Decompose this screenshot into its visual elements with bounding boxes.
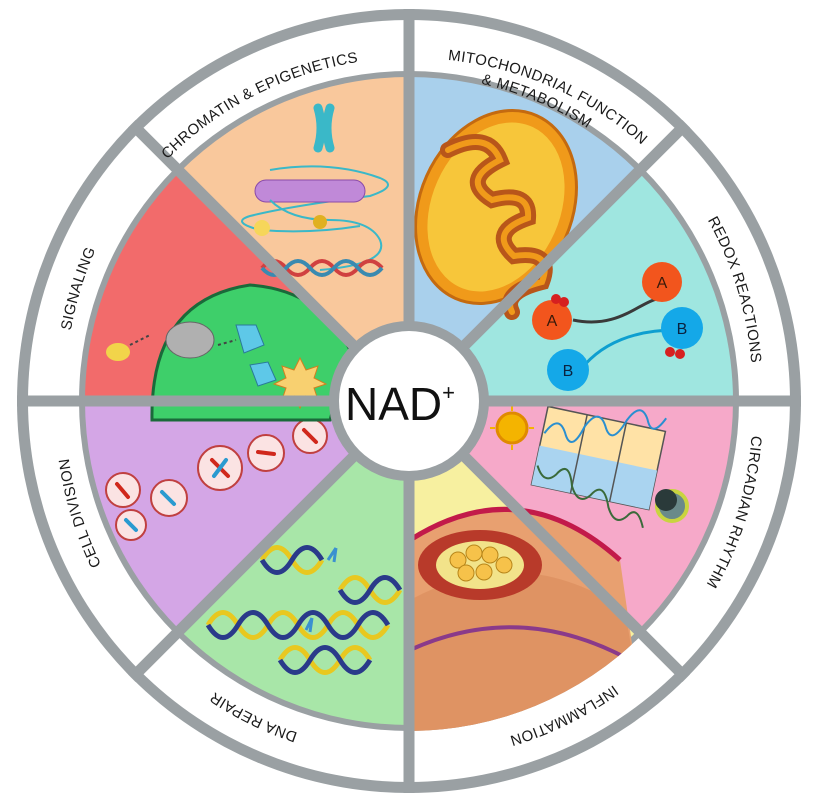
molecule-b-right — [661, 307, 703, 349]
sun-moon-wave-icon — [490, 405, 689, 529]
molecule-a-left-label: A — [547, 313, 558, 330]
redox-molecules-icon: A A B B — [532, 262, 703, 391]
center-disc — [339, 331, 479, 471]
sector-chromatin — [179, 77, 409, 401]
mitochondrion-icon — [414, 109, 578, 320]
molecule-a-right — [642, 262, 682, 302]
cell-cycle-icon — [105, 418, 328, 541]
center-label: NAD+ — [345, 378, 455, 430]
sector-cell-division — [85, 401, 409, 631]
molecule-a-right-label: A — [657, 275, 668, 292]
center-superscript: + — [442, 380, 455, 405]
dna-helix-icon — [205, 545, 403, 675]
molecule-a-left — [532, 300, 572, 340]
molecule-b-left-label: B — [563, 363, 574, 380]
molecule-b-left — [547, 349, 589, 391]
sector-redox — [409, 171, 733, 401]
molecule-b-right-label: B — [677, 321, 688, 338]
chromosome-icon — [241, 103, 389, 277]
